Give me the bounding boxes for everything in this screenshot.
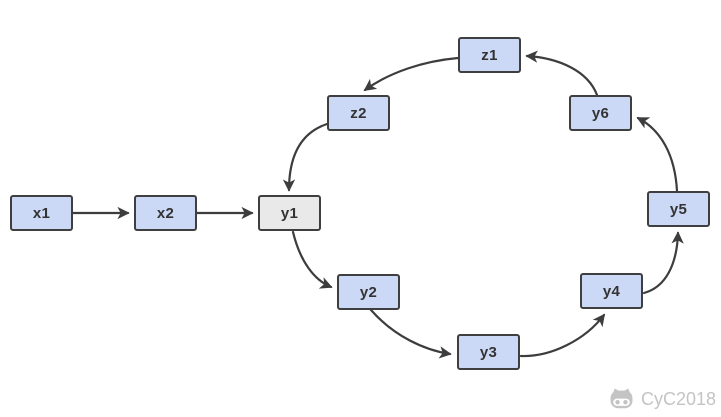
edge-y2-y3	[369, 308, 452, 359]
edge-y1-y2	[291, 230, 333, 289]
node-y2-label: y2	[359, 283, 378, 301]
node-z1: z1	[458, 37, 521, 73]
watermark: CyC2018	[608, 387, 716, 411]
node-y5: y5	[647, 191, 710, 227]
node-y4: y4	[580, 273, 643, 309]
node-y3-label: y3	[479, 343, 498, 361]
node-y2: y2	[337, 274, 400, 310]
edge-y5-y6	[636, 116, 679, 193]
node-z2: z2	[327, 95, 390, 131]
node-y3: y3	[457, 334, 520, 370]
node-x1: x1	[10, 195, 73, 231]
node-y6-label: y6	[591, 104, 610, 122]
node-x2-label: x2	[156, 204, 175, 222]
node-y6: y6	[569, 95, 632, 131]
node-x2: x2	[134, 195, 197, 231]
node-y4-label: y4	[602, 282, 621, 300]
edge-y3-y4	[519, 313, 606, 358]
node-z2-label: z2	[350, 104, 367, 122]
edge-z2-y1	[282, 122, 329, 192]
node-y5-label: y5	[669, 200, 688, 218]
watermark-text: CyC2018	[640, 388, 716, 409]
edge-z1-z2	[363, 56, 460, 92]
edge-y6-z1	[525, 50, 599, 97]
node-y1: y1	[258, 195, 321, 231]
edge-y4-y5	[642, 231, 684, 295]
node-z1-label: z1	[481, 46, 498, 64]
node-y1-label: y1	[280, 204, 299, 222]
node-x1-label: x1	[32, 204, 51, 222]
octocat-icon	[610, 388, 633, 409]
